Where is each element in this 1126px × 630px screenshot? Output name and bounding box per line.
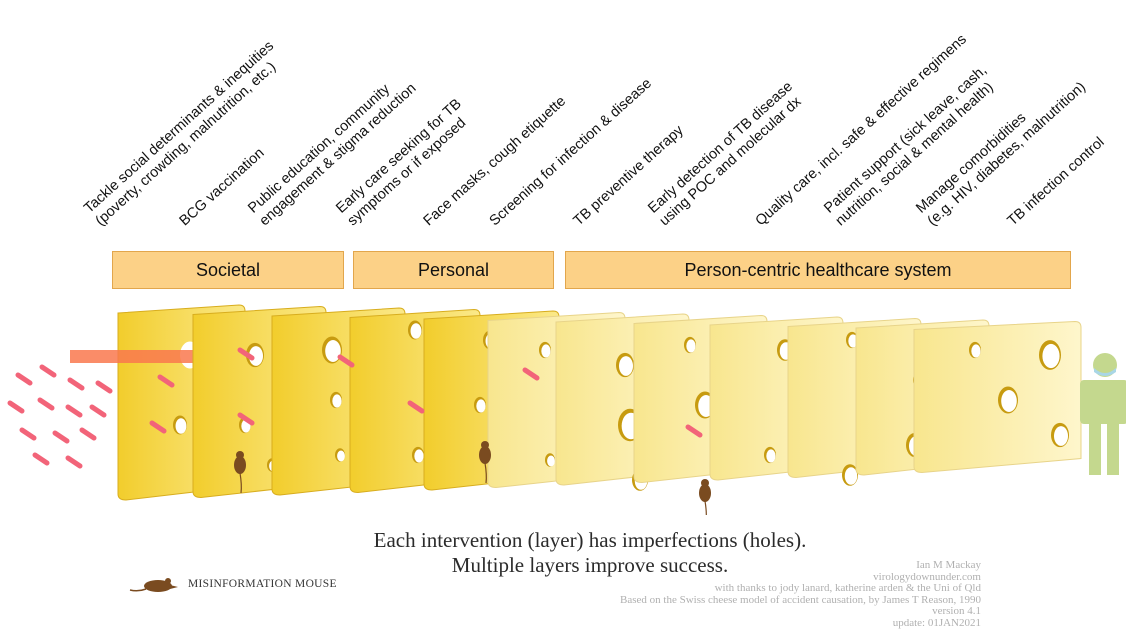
tb-germ	[39, 364, 57, 378]
category-person-centric-healthcare: Person-centric healthcare system	[565, 251, 1071, 289]
category-societal: Societal	[112, 251, 344, 289]
tb-germ	[65, 455, 83, 469]
intervention-label-line: BCG vaccination	[176, 145, 268, 230]
credit-update: update: 01JAN2021	[892, 616, 981, 629]
cheese-layer	[913, 320, 1082, 474]
intervention-label: Manage comorbidities(e.g. HIV, diabetes,…	[913, 66, 1089, 230]
tb-germ	[7, 400, 25, 414]
credit-website: virologydownunder.com	[873, 570, 981, 583]
mouse-icon	[129, 578, 178, 592]
tb-germ	[19, 427, 37, 441]
tb-germ-cluster	[7, 347, 703, 469]
misinformation-mouse-icon	[479, 441, 491, 484]
mouse-legend-label: MISINFORMATION MOUSE	[188, 578, 337, 590]
tb-germ	[407, 400, 425, 414]
tb-germ	[237, 347, 255, 361]
caption-line-1: Each intervention (layer) has imperfecti…	[373, 528, 807, 552]
tb-germ	[685, 424, 703, 438]
tb-germ	[89, 404, 107, 418]
tb-germ	[32, 452, 50, 466]
credit-version: version 4.1	[932, 605, 981, 618]
credit-thanks: with thanks to jody lanard, katherine ar…	[714, 582, 981, 595]
credit-author: Ian M Mackay	[916, 559, 981, 571]
person-icon	[1080, 353, 1126, 475]
misinformation-mouse-icon	[699, 479, 711, 515]
credit-source: Based on the Swiss cheese model of accid…	[620, 593, 981, 606]
swiss-cheese-diagram	[7, 304, 1126, 515]
tb-germ	[37, 397, 55, 411]
tb-germ	[79, 427, 97, 441]
intervention-label: BCG vaccination	[177, 145, 269, 230]
tb-germ	[52, 430, 70, 444]
tb-germ	[67, 377, 85, 391]
tb-germ	[237, 412, 255, 426]
tb-germ	[157, 374, 175, 388]
credits: Ian M Mackay virologydownunder.com with …	[620, 559, 981, 630]
tb-germ	[15, 372, 33, 386]
tb-germ	[337, 354, 355, 368]
tb-germ	[149, 420, 167, 434]
mouse-legend: MISINFORMATION MOUSE	[128, 573, 337, 595]
tb-germ	[95, 380, 113, 394]
caption-line-2: Multiple layers improve success.	[451, 553, 729, 577]
tb-germ	[65, 404, 83, 418]
intervention-label-line: Tackle social determinants & inequities	[81, 38, 278, 217]
tb-germ	[522, 367, 540, 381]
misinformation-mouse-icon	[234, 451, 246, 494]
category-personal: Personal	[353, 251, 554, 289]
